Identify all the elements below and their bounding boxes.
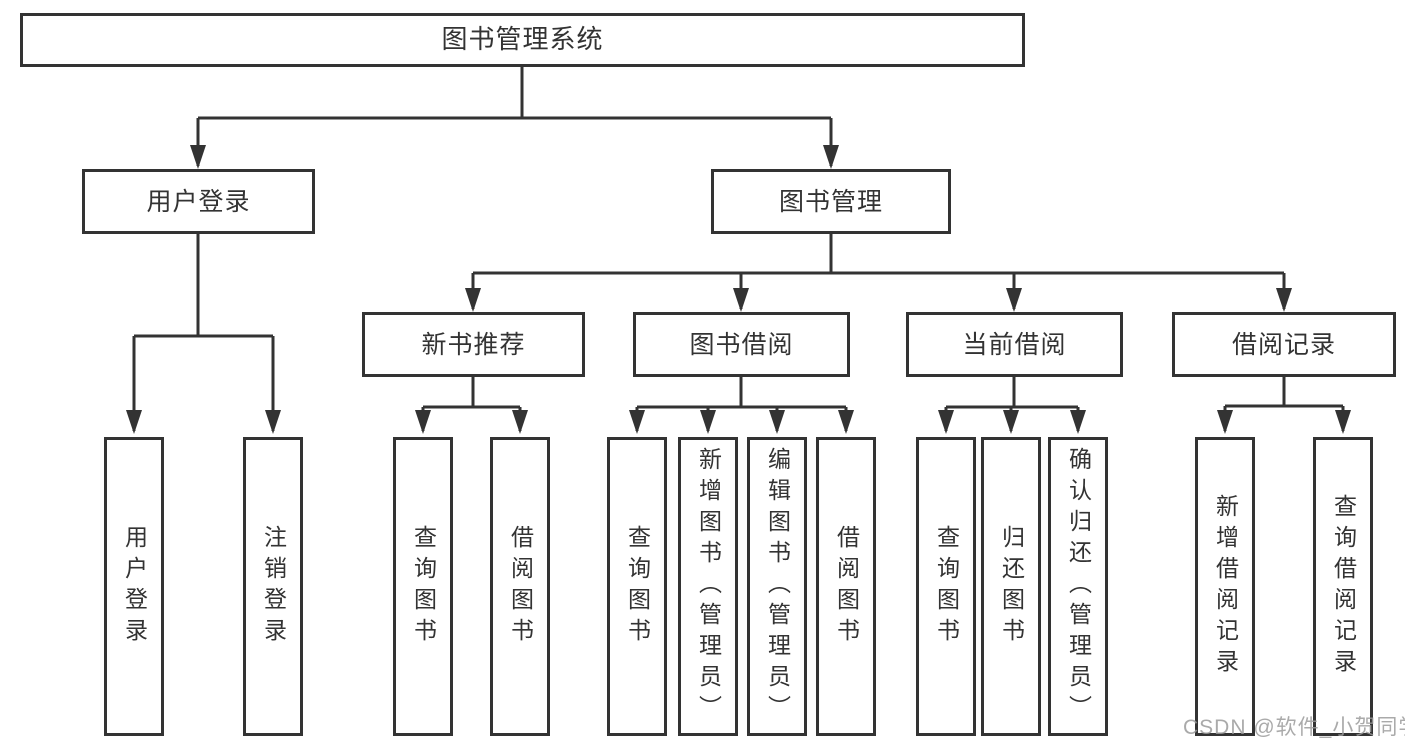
- node-book-borrow: 图书借阅: [633, 312, 850, 377]
- watermark: CSDN @软件_小贺同学: [1183, 716, 1405, 739]
- leaf-add-book-admin: 新增图书（管理员）: [678, 437, 738, 736]
- leaf-query-borrow-record: 查询借阅记录: [1313, 437, 1373, 736]
- leaf-query-books-current: 查询图书: [916, 437, 976, 736]
- leaf-borrow-books-recommend: 借阅图书: [490, 437, 550, 736]
- node-current-borrow: 当前借阅: [906, 312, 1123, 377]
- node-new-book-recommend: 新书推荐: [362, 312, 585, 377]
- leaf-edit-book-admin: 编辑图书（管理员）: [747, 437, 807, 736]
- leaf-add-borrow-record: 新增借阅记录: [1195, 437, 1255, 736]
- leaf-borrow-books: 借阅图书: [816, 437, 876, 736]
- node-borrow-records: 借阅记录: [1172, 312, 1396, 377]
- leaf-user-login: 用户登录: [104, 437, 164, 736]
- leaf-return-book: 归还图书: [981, 437, 1041, 736]
- node-root: 图书管理系统: [20, 13, 1025, 67]
- node-user-login: 用户登录: [82, 169, 315, 234]
- leaf-query-books-recommend: 查询图书: [393, 437, 453, 736]
- node-book-management: 图书管理: [711, 169, 951, 234]
- leaf-query-books-borrow: 查询图书: [607, 437, 667, 736]
- leaf-logout: 注销登录: [243, 437, 303, 736]
- leaf-confirm-return-admin: 确认归还（管理员）: [1048, 437, 1108, 736]
